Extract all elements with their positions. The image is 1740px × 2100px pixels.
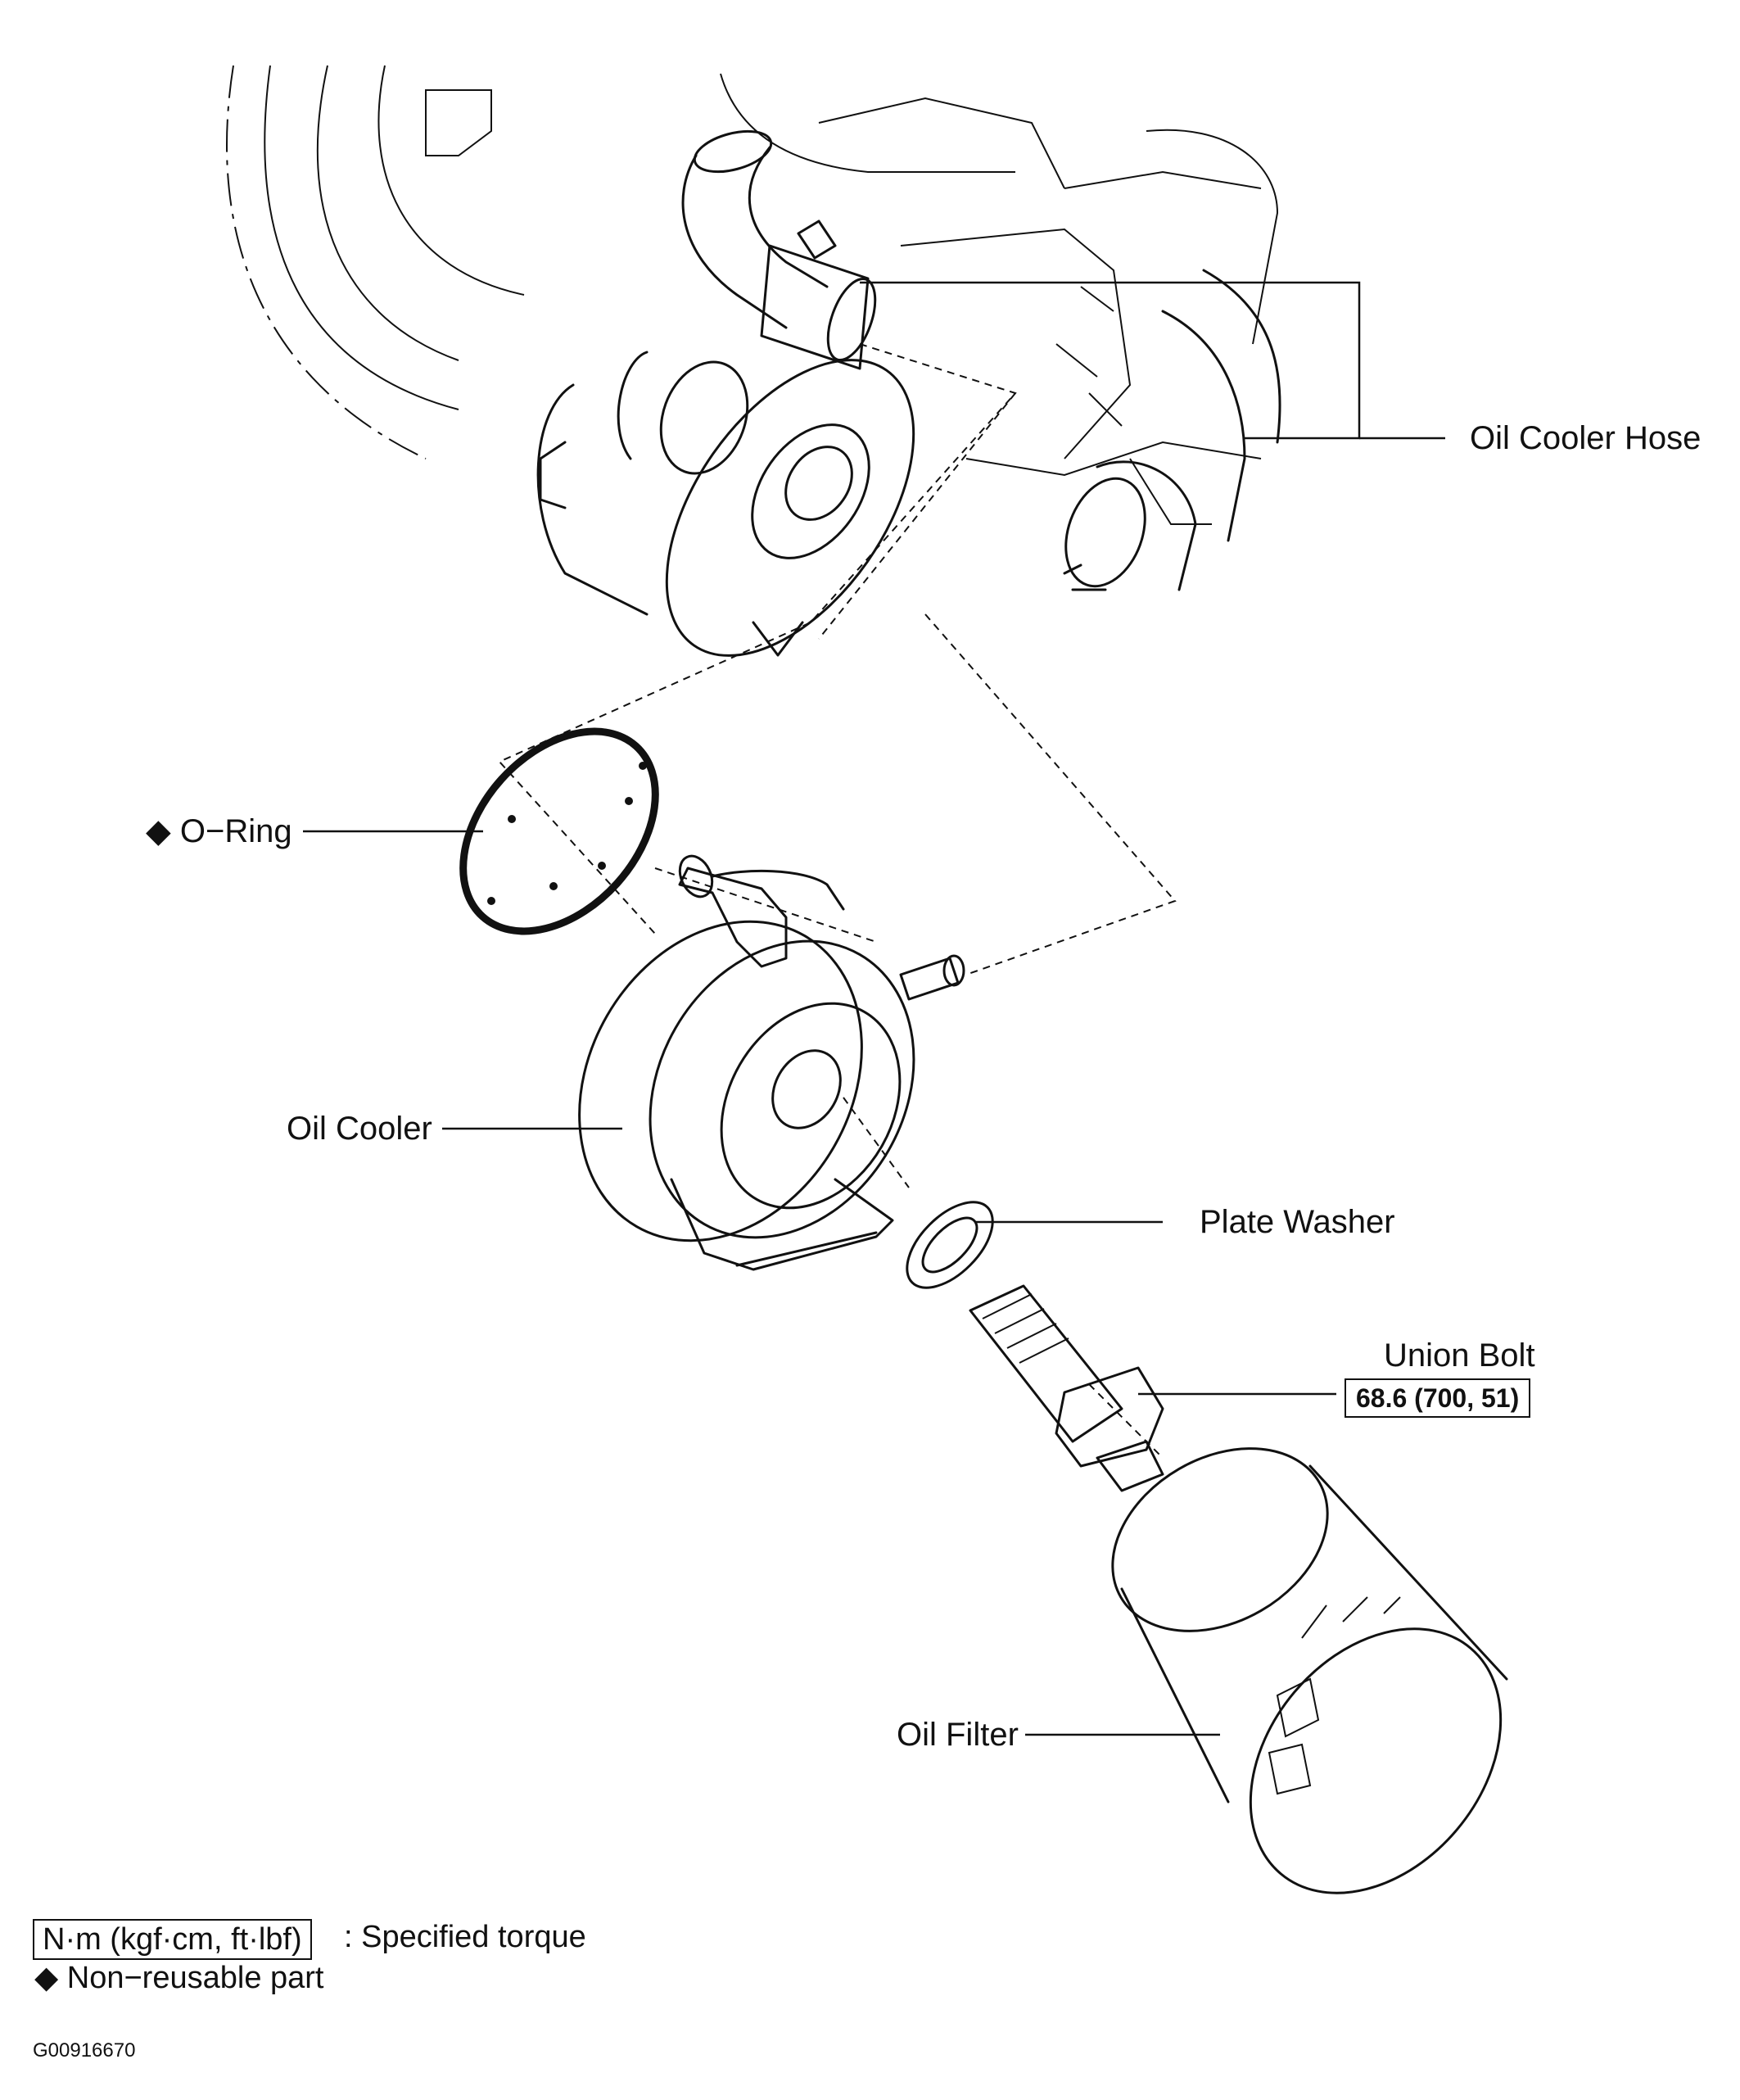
legend-torque-unit-box: N·m (kgf·cm, ft·lbf) bbox=[33, 1919, 312, 1960]
legend-torque-text: : Specified torque bbox=[344, 1920, 586, 1954]
plate-washer-label: Plate Washer bbox=[1200, 1204, 1395, 1240]
oil-cooler-hose-upper bbox=[681, 129, 877, 370]
union-bolt-torque-box: 68.6 (700, 51) bbox=[1345, 1378, 1531, 1418]
legend-non-reusable: ◆ Non−reusable part bbox=[34, 1961, 324, 1995]
oil-filter-label: Oil Filter bbox=[897, 1717, 1019, 1753]
oil-cooler-hose-lower bbox=[1063, 269, 1281, 591]
leader-lines bbox=[303, 281, 1445, 1736]
oil-cooler-label: Oil Cooler bbox=[287, 1111, 432, 1147]
o-ring-label: ◆ O−Ring bbox=[146, 813, 292, 849]
union-bolt bbox=[969, 1284, 1164, 1492]
oil-cooler bbox=[578, 854, 965, 1271]
oil-filter bbox=[1111, 1447, 1508, 1894]
oil-filter-bracket bbox=[536, 351, 915, 657]
plate-washer bbox=[906, 1201, 994, 1289]
engine-background bbox=[226, 65, 1279, 525]
assembly-guide-lines bbox=[498, 343, 1177, 1459]
figure-id: G00916670 bbox=[33, 2039, 136, 2062]
union-bolt-label: Union Bolt bbox=[1384, 1337, 1535, 1374]
o-ring bbox=[459, 727, 659, 935]
oil-cooler-hose-label: Oil Cooler Hose bbox=[1470, 420, 1702, 456]
